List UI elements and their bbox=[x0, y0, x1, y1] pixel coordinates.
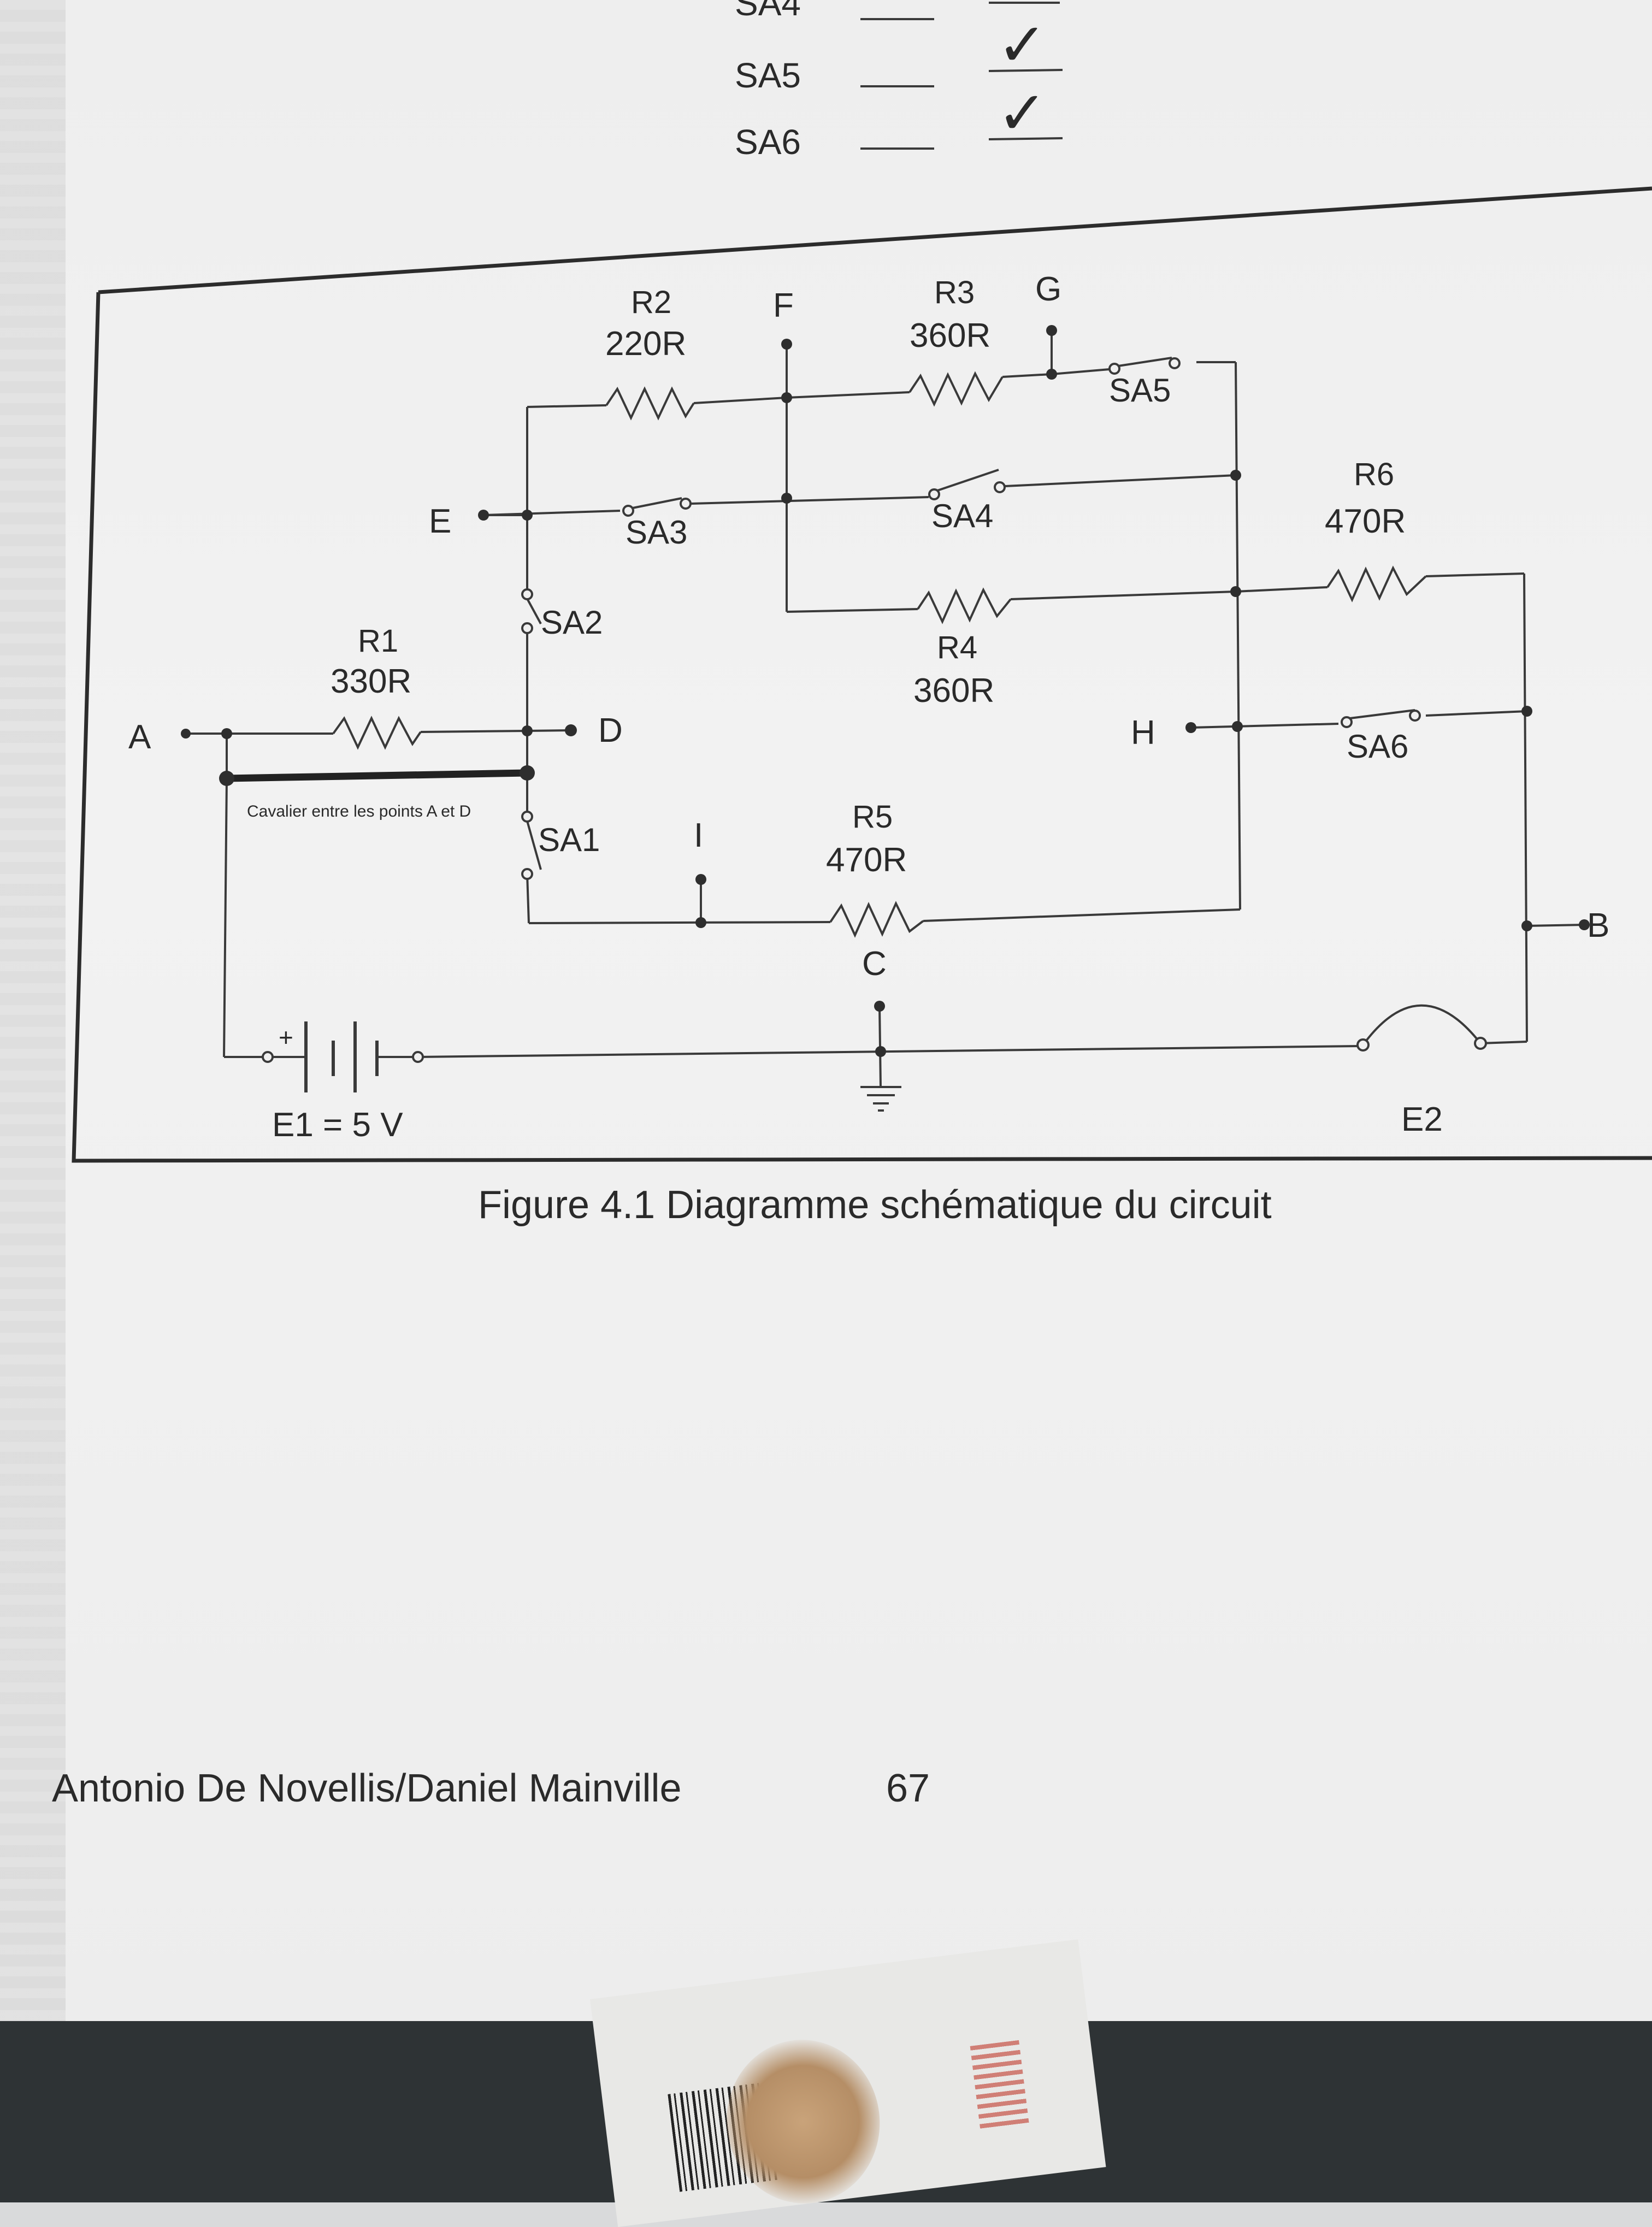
node-label-h: H bbox=[1131, 714, 1155, 752]
node-label-a: A bbox=[128, 718, 151, 756]
lamp-e2-label: E2 bbox=[1401, 1101, 1443, 1138]
page-edge-stack bbox=[0, 0, 66, 2021]
ground-symbol bbox=[860, 1086, 901, 1112]
switch-sa3 bbox=[622, 497, 692, 517]
label-r2-value: 220R bbox=[605, 325, 686, 363]
label-r1-name: R1 bbox=[358, 623, 398, 659]
label-r4-name: R4 bbox=[937, 630, 977, 665]
node-label-e: E bbox=[429, 503, 451, 540]
checklist-label-sa4: SA4 bbox=[735, 0, 801, 23]
footer-page-number: 67 bbox=[886, 1767, 930, 1810]
node-label-f: F bbox=[773, 287, 794, 324]
switch-checklist: SA4 SA5 ✓ SA6 ✓ bbox=[735, 0, 1063, 162]
label-sa3: SA3 bbox=[626, 514, 687, 551]
switch-sa5 bbox=[1051, 357, 1181, 375]
label-r3-name: R3 bbox=[934, 275, 975, 310]
checklist-label-sa6: SA6 bbox=[735, 122, 801, 162]
label-r6-name: R6 bbox=[1354, 457, 1394, 492]
checkmark-sa6: ✓ bbox=[997, 80, 1047, 147]
checklist-check-line-sa6 bbox=[988, 137, 1063, 140]
node-label-g: G bbox=[1035, 270, 1061, 308]
checkmark-sa5: ✓ bbox=[997, 11, 1047, 79]
label-r1-value: 330R bbox=[331, 663, 411, 700]
resistor-r5 bbox=[829, 901, 924, 938]
label-sa1: SA1 bbox=[538, 822, 600, 858]
resistor-r1 bbox=[332, 716, 422, 750]
label-sa4: SA4 bbox=[931, 498, 993, 534]
resistor-r3 bbox=[908, 371, 1004, 407]
label-r3-value: 360R bbox=[910, 317, 990, 355]
jumper-a-d bbox=[226, 769, 528, 782]
resistor-r4 bbox=[917, 587, 1012, 624]
checklist-label-sa5: SA5 bbox=[735, 56, 801, 95]
node-label-d: D bbox=[598, 712, 623, 749]
circuit-page-svg: SA4 SA5 ✓ SA6 ✓ bbox=[52, 0, 1652, 1810]
battery-e1 bbox=[262, 1021, 424, 1092]
label-sa2: SA2 bbox=[541, 604, 603, 641]
switch-sa1 bbox=[521, 811, 542, 880]
jumper-label: Cavalier entre les points A et D bbox=[247, 802, 471, 820]
resistor-r6 bbox=[1326, 565, 1427, 602]
footer-authors: Antonio De Novellis/Daniel Mainville bbox=[52, 1767, 682, 1810]
battery-e1-label: E1 = 5 V bbox=[272, 1106, 403, 1144]
finger-blur bbox=[717, 2031, 889, 2213]
node-label-b: B bbox=[1587, 907, 1609, 944]
node-label-c: C bbox=[862, 945, 887, 983]
checklist-check-line-sa5 bbox=[988, 69, 1063, 72]
card-printed-text-stripes bbox=[970, 2040, 1030, 2133]
label-r4-value: 360R bbox=[913, 672, 994, 710]
diagram-frame bbox=[72, 186, 1652, 1163]
circuit-wires bbox=[186, 330, 1585, 1088]
switch-sa2 bbox=[521, 513, 542, 634]
switch-sa6 bbox=[1341, 709, 1421, 728]
label-r5-name: R5 bbox=[852, 799, 893, 835]
figure-caption: Figure 4.1 Diagramme schématique du circ… bbox=[478, 1183, 1272, 1227]
label-r2-name: R2 bbox=[631, 285, 671, 320]
label-r5-value: 470R bbox=[826, 841, 907, 879]
label-sa5: SA5 bbox=[1109, 372, 1171, 409]
resistor-r2 bbox=[605, 386, 695, 421]
battery-plus-label: + bbox=[279, 1023, 293, 1052]
label-r6-value: 470R bbox=[1325, 503, 1406, 540]
lamp-e2 bbox=[1356, 1004, 1487, 1052]
junction-dots bbox=[181, 325, 1590, 1057]
node-label-i: I bbox=[694, 817, 703, 854]
paper-page bbox=[0, 0, 1652, 2021]
label-sa6: SA6 bbox=[1347, 728, 1408, 765]
switch-sa4 bbox=[928, 469, 1006, 500]
